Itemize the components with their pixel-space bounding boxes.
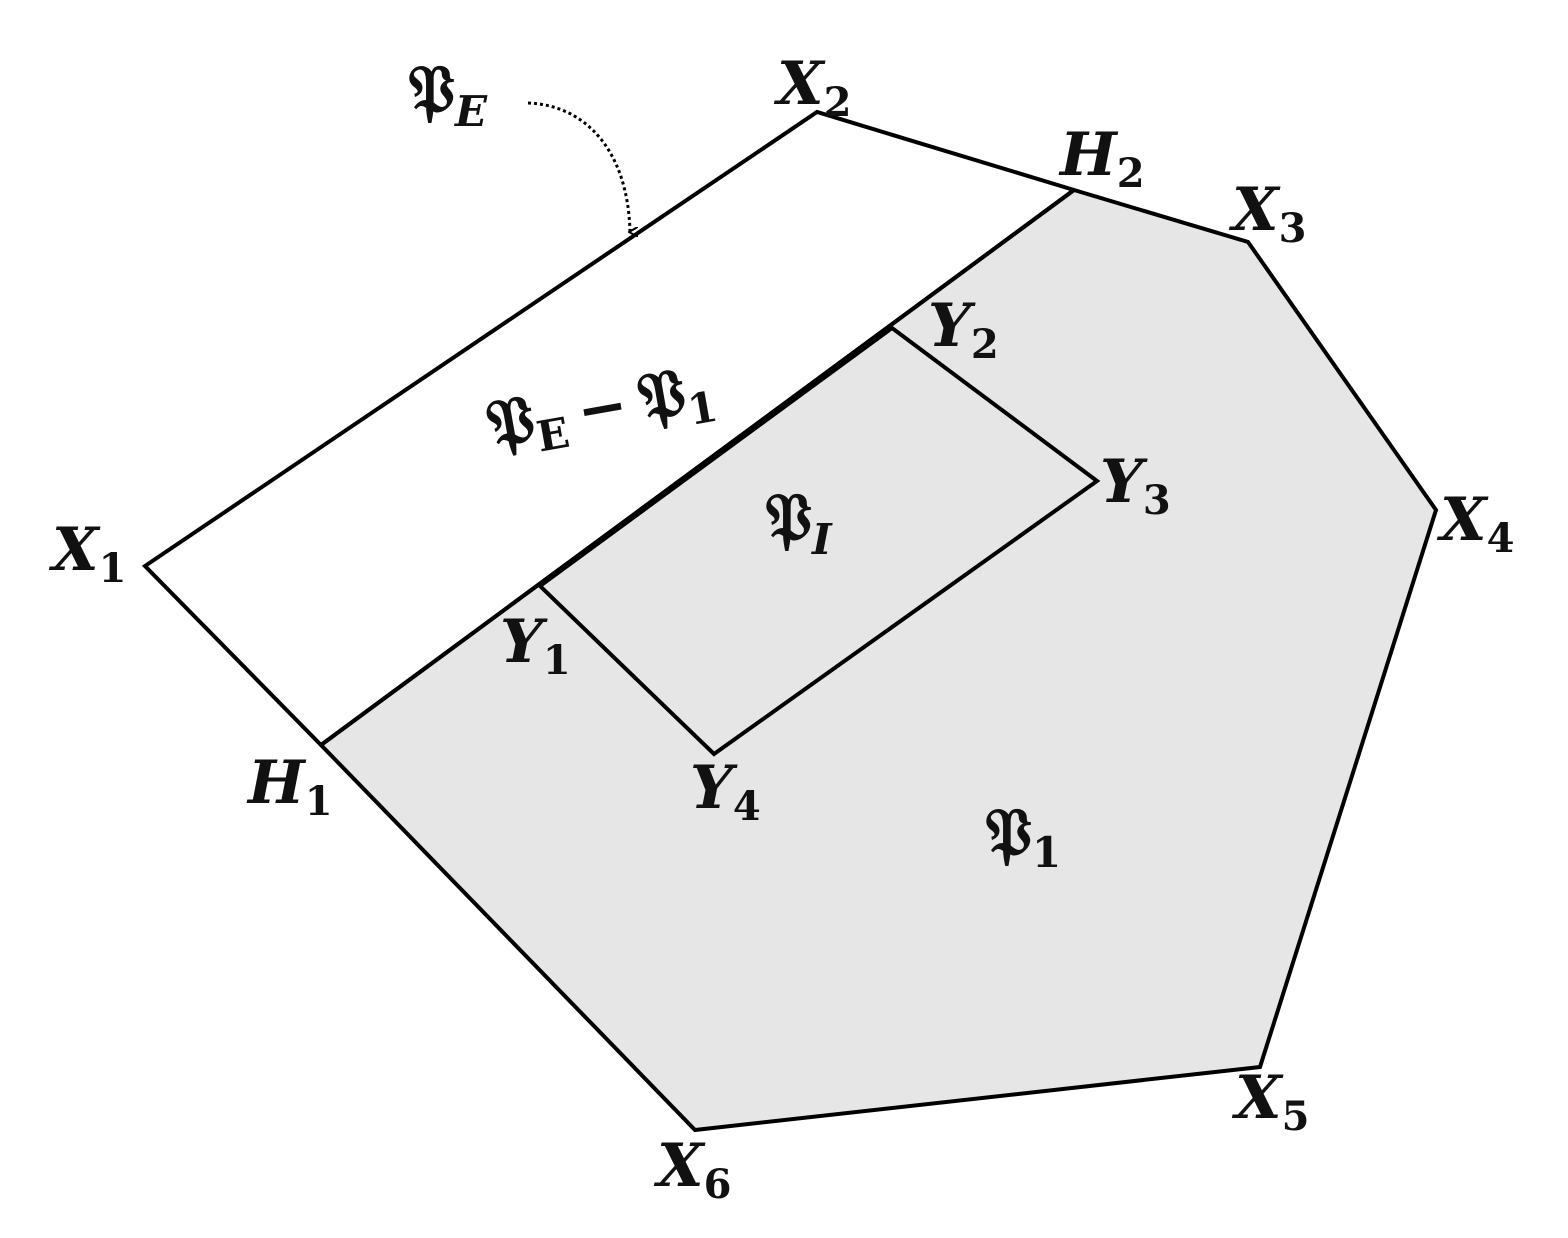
region-p1-shaded [317,187,1439,1133]
region-pi-rectangle [536,325,1101,757]
label-pi: 𝔓I [765,478,833,564]
label-y1: Y1 [500,607,571,684]
label-y2: Y2 [928,291,999,368]
label-x6: X6 [653,1131,731,1208]
label-y4: Y4 [690,753,761,830]
label-h1: H1 [246,748,333,825]
label-y3: Y3 [1100,447,1171,524]
label-x3: X3 [1228,175,1306,252]
label-x5: X5 [1231,1063,1309,1140]
label-h2: H2 [1058,120,1145,197]
cut-line-h1-h2 [319,188,1076,747]
pe-pointer-arrow [527,101,630,232]
label-pe-minus-p1: 𝔓E−𝔓1 [481,347,722,470]
label-p1: 𝔓1 [985,793,1061,877]
label-x4: X4 [1436,485,1514,562]
label-pe-outer: 𝔓E [408,50,488,136]
outer-polygon-boundary [141,109,1075,747]
label-x1: X1 [48,515,126,592]
label-x2: X2 [773,49,851,126]
